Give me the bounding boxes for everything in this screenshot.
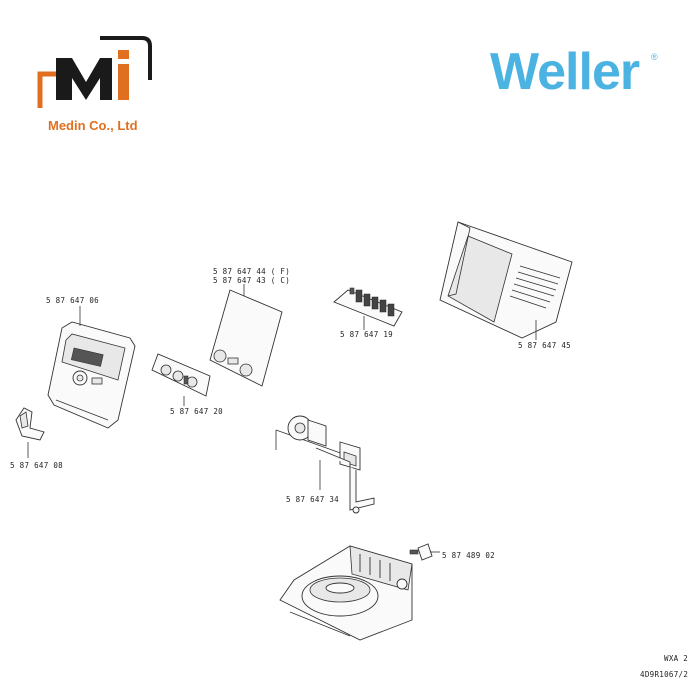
housing-cover-drawing xyxy=(439,221,573,340)
part-label-power-switch: 5 87 647 34 xyxy=(286,495,339,504)
part-label-housing-cover: 5 87 647 45 xyxy=(518,341,571,350)
registered-mark: ® xyxy=(651,52,658,62)
knob-panel-drawing xyxy=(151,353,211,406)
front-foil-drawing xyxy=(209,284,283,387)
connector-plug-drawing xyxy=(409,543,440,561)
company-name: Medin Co., Ltd xyxy=(48,118,138,133)
base-unit-drawing xyxy=(279,545,413,641)
drawing-code: 4D9R1067/2 xyxy=(640,670,689,679)
holder-bracket-drawing xyxy=(15,407,45,458)
part-label-holder-bracket: 5 87 647 08 xyxy=(10,461,63,470)
part-label-front-foil-f: 5 87 647 44 ( F) xyxy=(213,267,291,276)
front-panel-drawing xyxy=(47,306,136,429)
model-code: WXA 2 xyxy=(664,654,689,663)
part-label-knob-panel: 5 87 647 20 xyxy=(170,407,223,416)
part-label-connector-plug: 5 87 489 02 xyxy=(442,551,495,560)
manufacturer-logo: Weller xyxy=(490,43,640,101)
part-label-front-foil-c: 5 87 647 43 ( C) xyxy=(213,276,291,285)
power-switch-drawing xyxy=(275,415,375,514)
circuit-board-drawing xyxy=(333,287,403,330)
part-label-circuit-board: 5 87 647 19 xyxy=(340,330,393,339)
part-label-front-panel: 5 87 647 06 xyxy=(46,296,99,305)
